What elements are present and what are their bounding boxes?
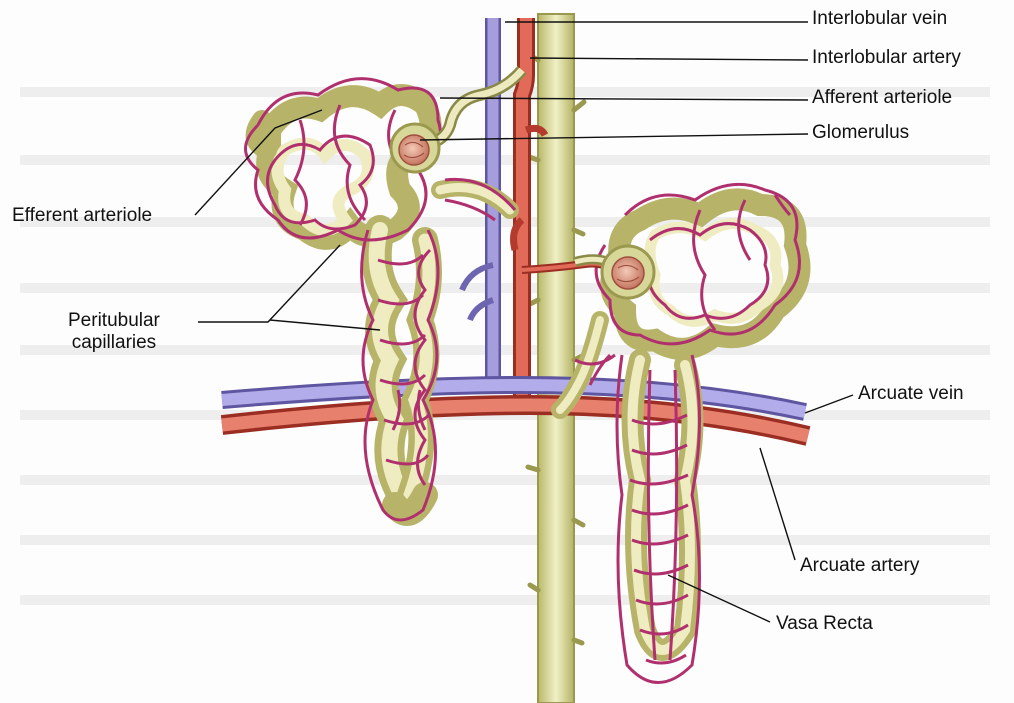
interlobular-vein-label: Interlobular vein: [812, 8, 947, 30]
afferent-arteriole-label: Afferent arteriole: [812, 87, 952, 109]
arcuate-artery-label: Arcuate artery: [800, 555, 919, 577]
interlobular-artery-label: Interlobular artery: [812, 47, 961, 69]
efferent-arteriole-label: Efferent arteriole: [12, 205, 152, 227]
arcuate-artery-vessel: [222, 405, 808, 436]
background-texture: [20, 92, 990, 600]
peritubular-capillaries-label-line1: Peritubular: [68, 310, 160, 332]
vasa-recta-label: Vasa Recta: [776, 613, 873, 635]
arcuate-vein-label: Arcuate vein: [858, 383, 964, 405]
peritubular-capillaries-label-line2: capillaries: [68, 332, 160, 354]
peritubular-capillaries-label: Peritubular capillaries: [68, 310, 160, 354]
glomerulus-label: Glomerulus: [812, 122, 909, 144]
